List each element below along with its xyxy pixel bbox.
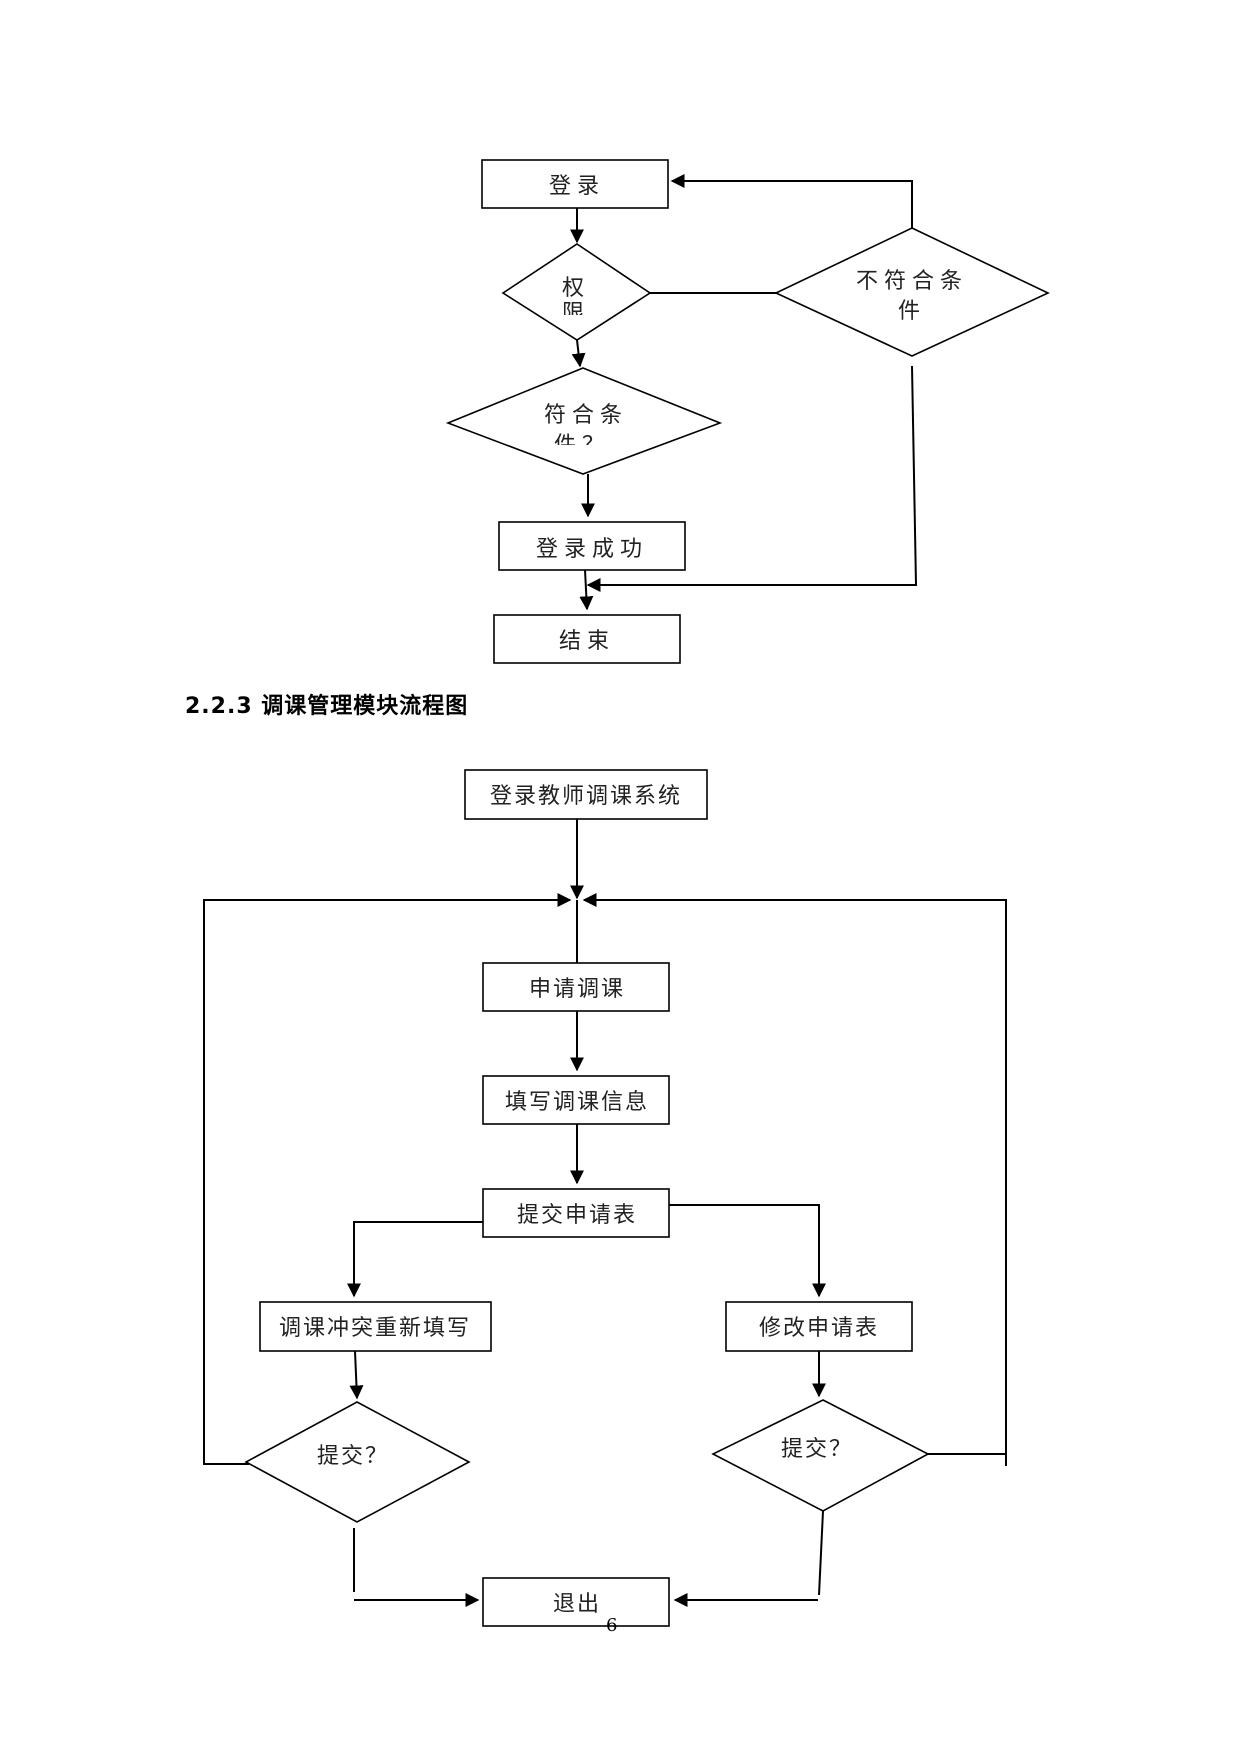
section-heading: 2.2.3 调课管理模块流程图: [185, 694, 469, 719]
loop-right-back: [582, 893, 1007, 1455]
submit-form-label: 提交申请表: [517, 1203, 637, 1228]
arrow-permission-to-met: [571, 339, 586, 368]
met-diamond: [445, 367, 723, 475]
login-box: [481, 159, 669, 209]
submit-question-left: [244, 1401, 471, 1523]
submit-form-box: [482, 1188, 670, 1238]
arrow-notmet-back-to-login: [670, 174, 913, 228]
modify-form-box: [725, 1301, 913, 1352]
conflict-refill-box: [259, 1301, 492, 1352]
arrow-success-to-end: [579, 569, 594, 611]
login-system-box: [464, 769, 708, 820]
conflict-refill-label: 调课冲突重新填写: [279, 1316, 471, 1341]
course-change-flow: 登录教师调课系统 申请调课 填写调课信息 提交申请表 调课冲突重新填写 修改申请…: [203, 769, 1007, 1627]
end-box: [493, 614, 681, 664]
arrow-conflict-to-submitq: [349, 1350, 364, 1400]
login-flow: 登录 权 限 不符合条 件 符合条 件？ 登录成功 结束: [445, 159, 1050, 664]
apply-box: [482, 962, 670, 1012]
not-met-label-1: 不符合条: [856, 269, 968, 294]
login-success-box: [498, 521, 686, 571]
not-met-label-2: 件: [898, 299, 926, 324]
permission-label-1: 权: [562, 276, 586, 301]
met-label-2: 件？: [554, 433, 610, 458]
end-label: 结束: [559, 629, 615, 654]
login-success-label: 登录成功: [536, 537, 648, 562]
not-met-diamond: [774, 227, 1050, 357]
arrow-submit-to-modify: [669, 1204, 826, 1298]
permission-label-2: 限: [562, 301, 586, 326]
apply-label: 申请调课: [529, 977, 625, 1002]
met-label-1: 符合条: [544, 403, 628, 428]
line-right-q-down: [818, 1510, 824, 1596]
exit-label: 退出: [553, 1592, 601, 1617]
loop-left-back: [203, 893, 572, 1465]
submit-question-left-label: 提交？: [317, 1444, 389, 1469]
exit-box: [482, 1577, 670, 1627]
modify-form-label: 修改申请表: [759, 1316, 879, 1341]
fill-info-label: 填写调课信息: [505, 1090, 649, 1115]
login-system-label: 登录教师调课系统: [490, 784, 682, 809]
page-number: 6: [606, 1615, 618, 1636]
arrow-notmet-to-end: [586, 365, 918, 592]
arrow-submit-to-conflict: [347, 1221, 483, 1298]
login-label: 登录: [549, 174, 605, 199]
submit-question-right-label: 提交？: [781, 1437, 853, 1462]
